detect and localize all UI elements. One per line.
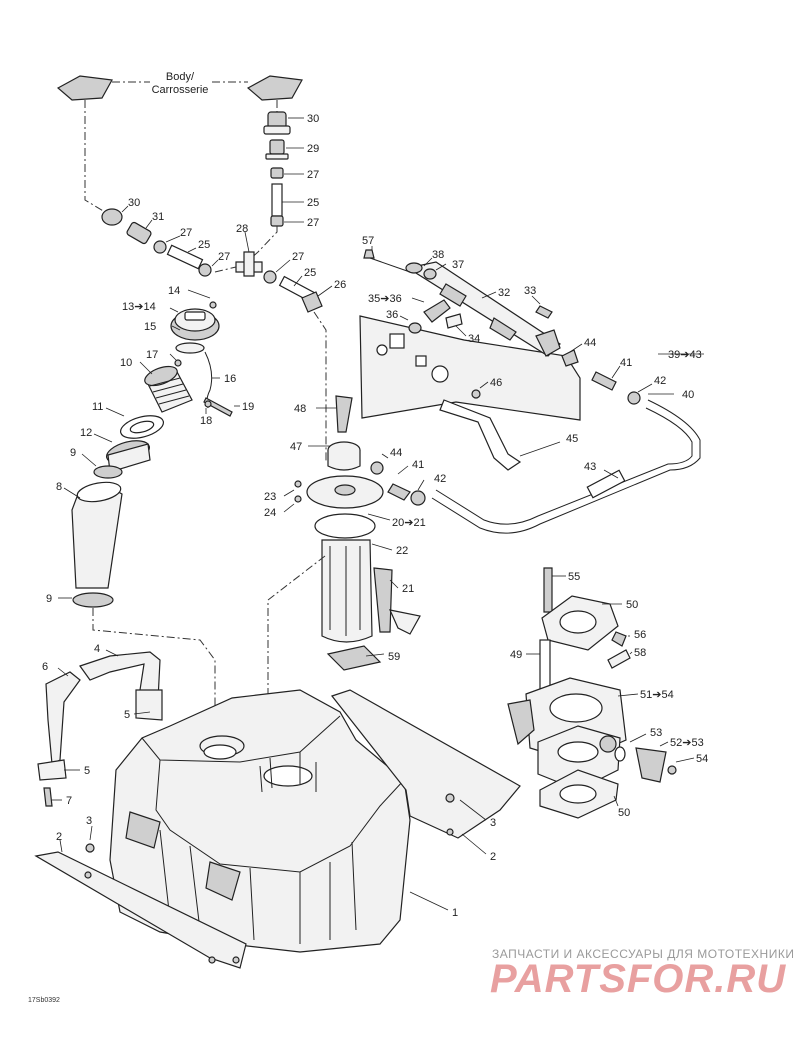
callout-36: 36 [386,309,398,321]
callout-25: 25 [307,197,319,209]
callout-28: 28 [236,223,248,235]
callout-56: 56 [634,629,646,641]
callout-12: 12 [80,427,92,439]
tank-brackets-left [37,651,163,807]
callout-47: 47 [290,441,302,453]
watermark-logo: PARTSFOR.RU [490,957,786,1001]
callout-55: 55 [568,571,580,583]
figure-code: 17Sb0392 [28,997,60,1004]
callout-22: 22 [396,545,408,557]
callout-44: 44 [390,447,402,459]
callout-9: 9 [46,593,52,605]
callout-20-21: 20➔21 [392,517,426,529]
callout-29: 29 [307,143,319,155]
callout-24: 24 [264,507,276,519]
callout-58: 58 [634,647,646,659]
callout-4: 4 [94,643,100,655]
callout-45: 45 [566,433,578,445]
callout-27: 27 [307,169,319,181]
callout-46: 46 [490,377,502,389]
callout-6: 6 [42,661,48,673]
callout-42: 42 [434,473,446,485]
callout-33: 33 [524,285,536,297]
callout-27: 27 [180,227,192,239]
watermark: ЗАПЧАСТИ И АКСЕССУАРЫ ДЛЯ МОТОТЕХНИКИ PA… [490,947,794,1001]
fuel-tank [109,689,411,953]
callout-10: 10 [120,357,132,369]
callout-8: 8 [56,481,62,493]
callout-27: 27 [292,251,304,263]
header-line-2: Carrosserie [152,84,209,96]
callout-3: 3 [490,817,496,829]
watermark-tagline: ЗАПЧАСТИ И АКСЕССУАРЫ ДЛЯ МОТОТЕХНИКИ [492,947,794,961]
callout-53: 53 [650,727,662,739]
callout-16: 16 [224,373,236,385]
callout-30: 30 [128,197,140,209]
callout-1: 1 [452,907,458,919]
callout-26: 26 [334,279,346,291]
callout-9: 9 [70,447,76,459]
callout-25: 25 [198,239,210,251]
fuel-pump-module [267,395,426,740]
callout-34: 34 [468,333,480,345]
callout-11: 11 [92,401,103,413]
callout-27: 27 [307,217,319,229]
callout-37: 37 [452,259,464,271]
callout-42: 42 [654,375,666,387]
callout-48: 48 [294,403,306,415]
fuel-rail-assembly [359,249,701,534]
callout-5: 5 [124,709,130,721]
callout-31: 31 [152,211,164,223]
callout-labels: 30 29 27 25 27 30 31 27 25 27 28 27 25 2… [42,113,708,919]
callout-57: 57 [362,235,374,247]
vent-chain [101,208,327,462]
filler-assembly [71,301,233,735]
leader-lines [52,117,704,911]
callout-39-43: 39➔43 [668,349,702,361]
body-mount-pad-left [56,75,113,101]
callout-32: 32 [498,287,510,299]
callout-50: 50 [626,599,638,611]
callout-41: 41 [412,459,424,471]
callout-54: 54 [696,753,708,765]
callout-50: 50 [618,807,630,819]
callout-18: 18 [200,415,212,427]
callout-52-53: 52➔53 [670,737,704,749]
callout-43: 43 [584,461,596,473]
callout-7: 7 [66,795,72,807]
callout-49: 49 [510,649,522,661]
callout-30: 30 [307,113,319,125]
callout-15: 15 [144,321,156,333]
callout-27: 27 [218,251,230,263]
body-mount-pad-right [246,75,303,101]
callout-5: 5 [84,765,90,777]
callout-14: 14 [168,285,180,297]
callout-40: 40 [682,389,694,401]
callout-25: 25 [304,267,316,279]
callout-21: 21 [402,583,414,595]
callout-41: 41 [620,357,632,369]
callout-35-36: 35➔36 [368,293,402,305]
callout-51-54: 51➔54 [640,689,674,701]
callout-13-14: 13➔14 [122,301,156,313]
callout-19: 19 [242,401,254,413]
callout-44: 44 [584,337,596,349]
callout-3: 3 [86,815,92,827]
callout-2: 2 [56,831,62,843]
body-mount-header: Body/ Carrosserie [56,71,303,101]
tank-rails [34,689,521,969]
vent-assembly-upper [239,111,291,269]
callout-38: 38 [432,249,444,261]
callout-17: 17 [146,349,158,361]
callout-23: 23 [264,491,276,503]
callout-59: 59 [388,651,400,663]
header-line-1: Body/ [166,71,195,83]
callout-2: 2 [490,851,496,863]
